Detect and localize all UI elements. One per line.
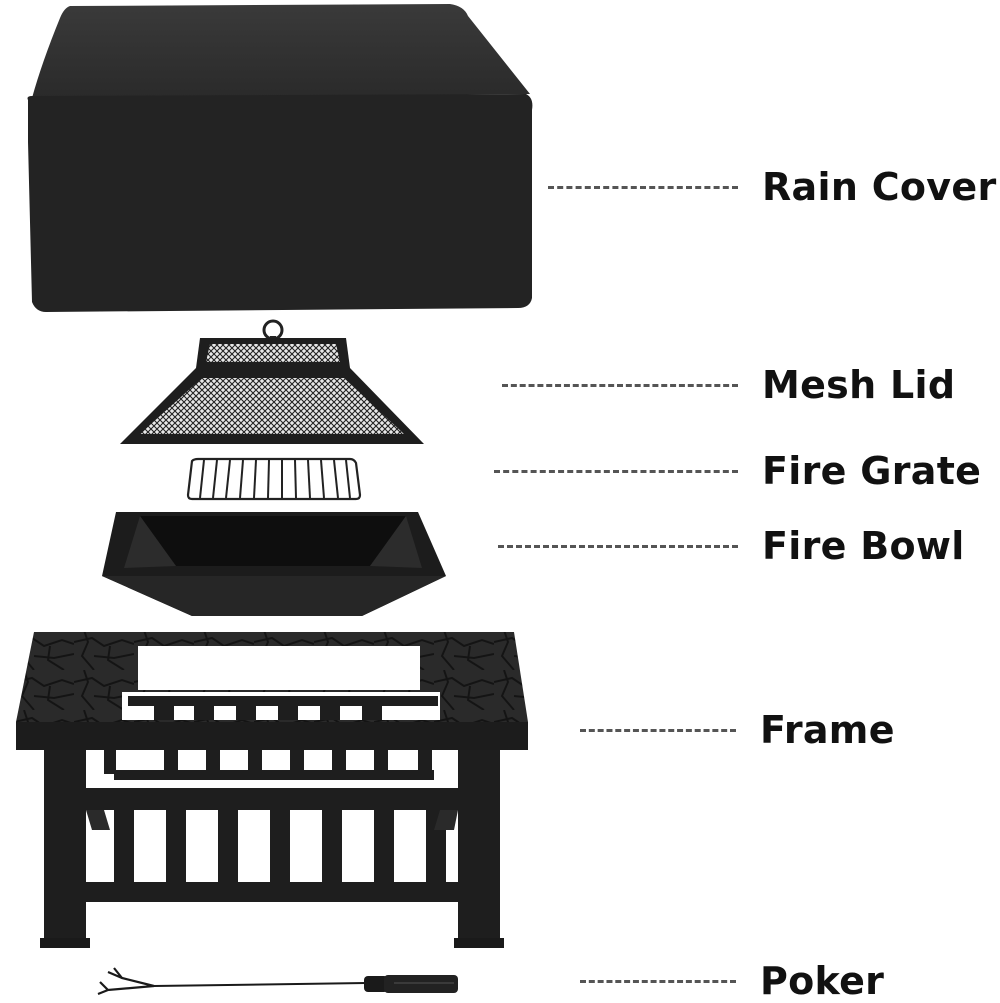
label-row-mesh-lid: Mesh Lid xyxy=(502,366,955,404)
part-label-poker: Poker xyxy=(760,959,885,1003)
leader-line xyxy=(580,979,736,983)
leader-line xyxy=(502,383,738,387)
leader-line xyxy=(548,185,738,189)
frame-image xyxy=(14,630,532,952)
label-row-fire-bowl: Fire Bowl xyxy=(498,527,965,565)
fire-bowl-image xyxy=(100,508,450,620)
label-row-poker: Poker xyxy=(580,962,884,1000)
label-row-rain-cover: Rain Cover xyxy=(548,168,997,206)
part-label-fire-grate: Fire Grate xyxy=(762,449,982,493)
label-row-fire-grate: Fire Grate xyxy=(494,452,981,490)
leader-line xyxy=(580,728,736,732)
rain-cover-image xyxy=(12,2,542,314)
part-label-fire-bowl: Fire Bowl xyxy=(762,524,965,568)
leader-line xyxy=(498,544,738,548)
mesh-lid-image xyxy=(118,318,428,448)
label-row-frame: Frame xyxy=(580,711,895,749)
part-label-rain-cover: Rain Cover xyxy=(762,165,997,209)
part-label-frame: Frame xyxy=(760,708,895,752)
part-label-mesh-lid: Mesh Lid xyxy=(762,363,956,407)
poker-image xyxy=(94,962,464,998)
fire-grate-image xyxy=(184,457,364,503)
leader-line xyxy=(494,469,738,473)
